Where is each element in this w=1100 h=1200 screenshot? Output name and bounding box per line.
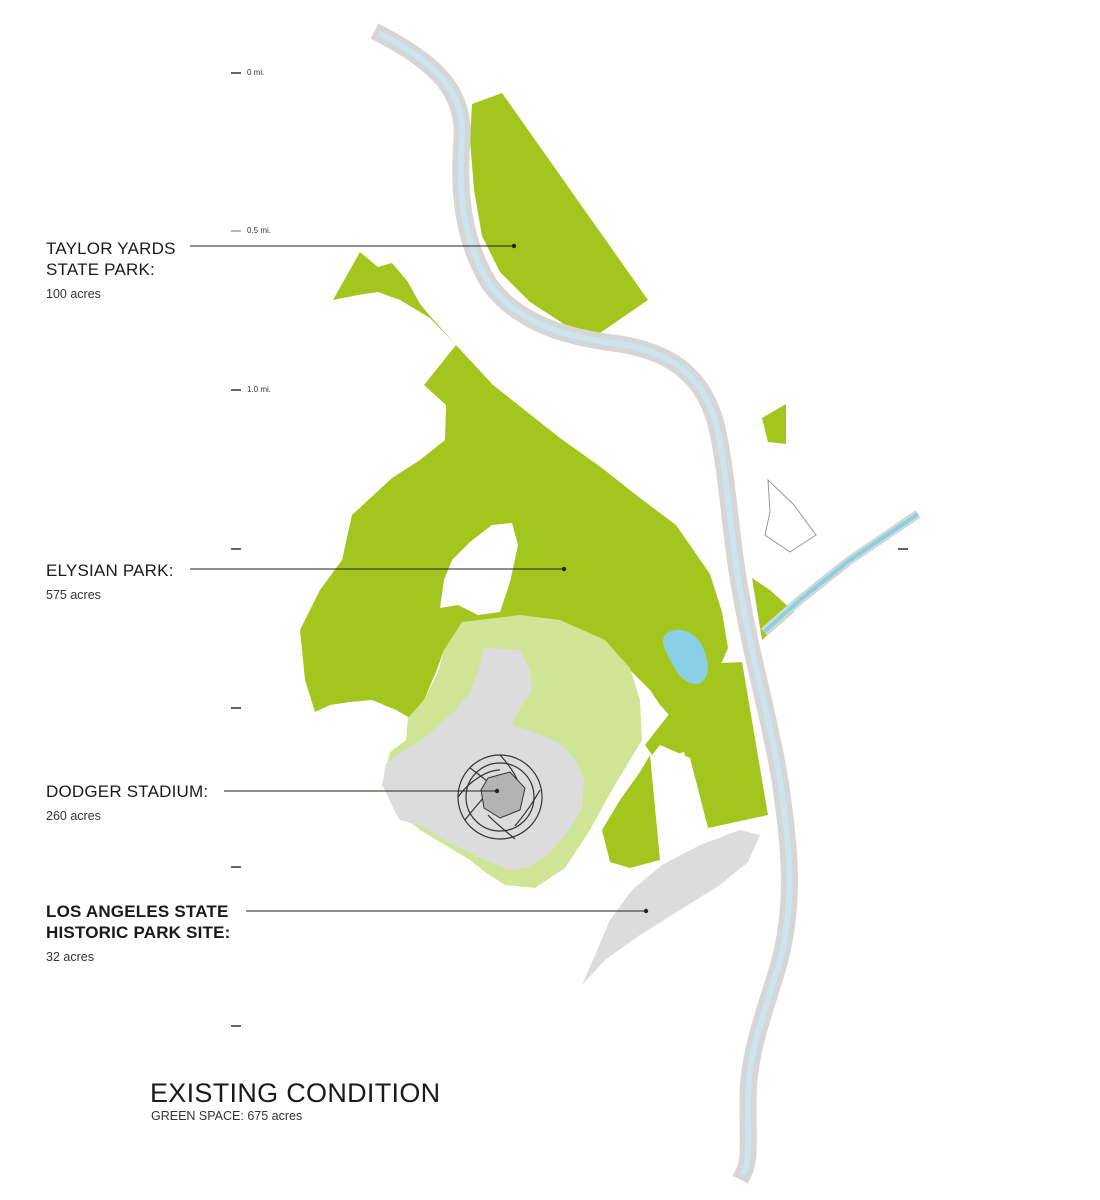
map-subtitle: GREEN SPACE: 675 acres bbox=[151, 1109, 303, 1123]
green-fragment-east[interactable] bbox=[752, 578, 794, 640]
label-la-state-historic-park-name-1: LOS ANGELES STATE bbox=[46, 902, 229, 921]
chavez-ravine-green-west[interactable] bbox=[652, 752, 704, 842]
leader-dots bbox=[494, 243, 649, 914]
label-taylor-yards: TAYLOR YARDS STATE PARK: 100 acres bbox=[46, 238, 176, 302]
label-taylor-yards-name-1: TAYLOR YARDS bbox=[46, 239, 176, 258]
elysian-park[interactable] bbox=[300, 252, 728, 718]
label-elysian-park: ELYSIAN PARK: 575 acres bbox=[46, 560, 174, 603]
green-fragment-outline bbox=[764, 478, 817, 553]
stadium-field bbox=[480, 771, 526, 819]
label-dodger-stadium: DODGER STADIUM: 260 acres bbox=[46, 781, 208, 824]
scale-label-0: 0 mi. bbox=[247, 68, 265, 77]
label-la-state-historic-park: LOS ANGELES STATE HISTORIC PARK SITE: 32… bbox=[46, 901, 231, 965]
scale-label-1-0: 1.0 mi. bbox=[247, 385, 272, 394]
lake bbox=[663, 629, 708, 684]
la-state-historic-park[interactable] bbox=[582, 830, 760, 985]
label-dodger-stadium-area: 260 acres bbox=[46, 809, 101, 823]
stadium-parking bbox=[383, 648, 584, 870]
label-la-state-historic-park-name-2: HISTORIC PARK SITE: bbox=[46, 923, 231, 942]
map-title: EXISTING CONDITION bbox=[150, 1078, 441, 1108]
label-elysian-park-name: ELYSIAN PARK: bbox=[46, 561, 174, 580]
tributary bbox=[762, 512, 920, 634]
taylor-yards-park[interactable] bbox=[470, 93, 648, 333]
leader-lines bbox=[190, 245, 646, 912]
green-fragment-north[interactable] bbox=[762, 404, 786, 444]
scale-bar bbox=[231, 72, 908, 1027]
label-taylor-yards-area: 100 acres bbox=[46, 287, 101, 301]
chavez-ravine-green-south[interactable] bbox=[602, 755, 660, 868]
label-la-state-historic-park-area: 32 acres bbox=[46, 950, 94, 964]
label-taylor-yards-name-2: STATE PARK: bbox=[46, 260, 155, 279]
los-angeles-river bbox=[377, 30, 793, 1177]
label-dodger-stadium-name: DODGER STADIUM: bbox=[46, 782, 209, 801]
label-elysian-park-area: 575 acres bbox=[46, 588, 101, 602]
scale-label-0-5: 0.5 mi. bbox=[247, 226, 272, 235]
chavez-ravine-green-east[interactable] bbox=[645, 662, 768, 828]
